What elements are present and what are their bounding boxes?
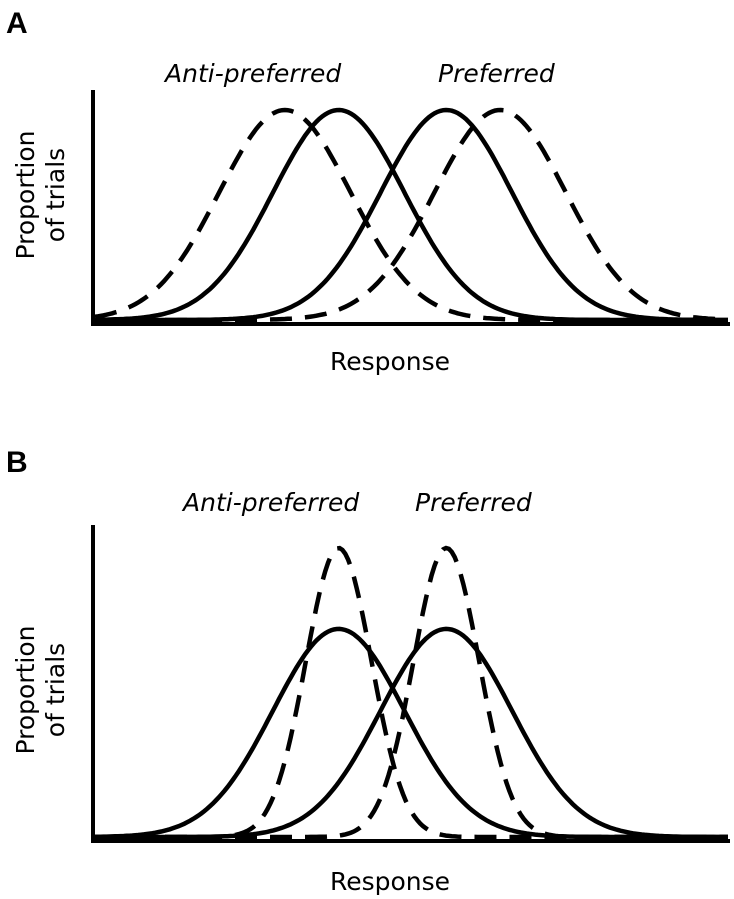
panel-a-anti-preferred-label: Anti-preferred xyxy=(163,59,341,88)
panel-b-solid-curve-3 xyxy=(95,626,728,840)
panel-a-dashed-curve-1 xyxy=(94,107,728,323)
panel-b-curves xyxy=(94,545,728,840)
panel-b-y-axis-label-line1: Proportion xyxy=(11,626,40,755)
panel-b-x-axis-label: Response xyxy=(330,867,450,896)
panel-a: A Anti-preferred Preferred Proportion of… xyxy=(6,7,730,376)
panel-a-curves xyxy=(94,107,729,323)
panel-a-letter: A xyxy=(6,7,28,40)
panel-b-anti-preferred-label: Anti-preferred xyxy=(181,488,359,517)
panel-a-x-axis-label: Response xyxy=(330,347,450,376)
panel-b-dashed-curve-4 xyxy=(95,545,728,840)
panel-a-dashed-curve-4 xyxy=(95,107,729,323)
panel-a-y-axis-label-line2: of trials xyxy=(41,148,70,242)
panel-b-y-axis-label-line2: of trials xyxy=(41,643,70,737)
panel-a-solid-curve-2 xyxy=(94,107,728,323)
panel-b-letter: B xyxy=(6,446,28,479)
panel-b-preferred-label: Preferred xyxy=(415,488,532,517)
panel-a-preferred-label: Preferred xyxy=(438,59,555,88)
panel-b-dashed-curve-2 xyxy=(95,545,728,840)
panel-a-y-axis-label-line1: Proportion xyxy=(11,131,40,260)
panel-b: B Anti-preferred Preferred Proportion of… xyxy=(6,446,730,896)
panel-a-solid-curve-3 xyxy=(95,107,728,323)
